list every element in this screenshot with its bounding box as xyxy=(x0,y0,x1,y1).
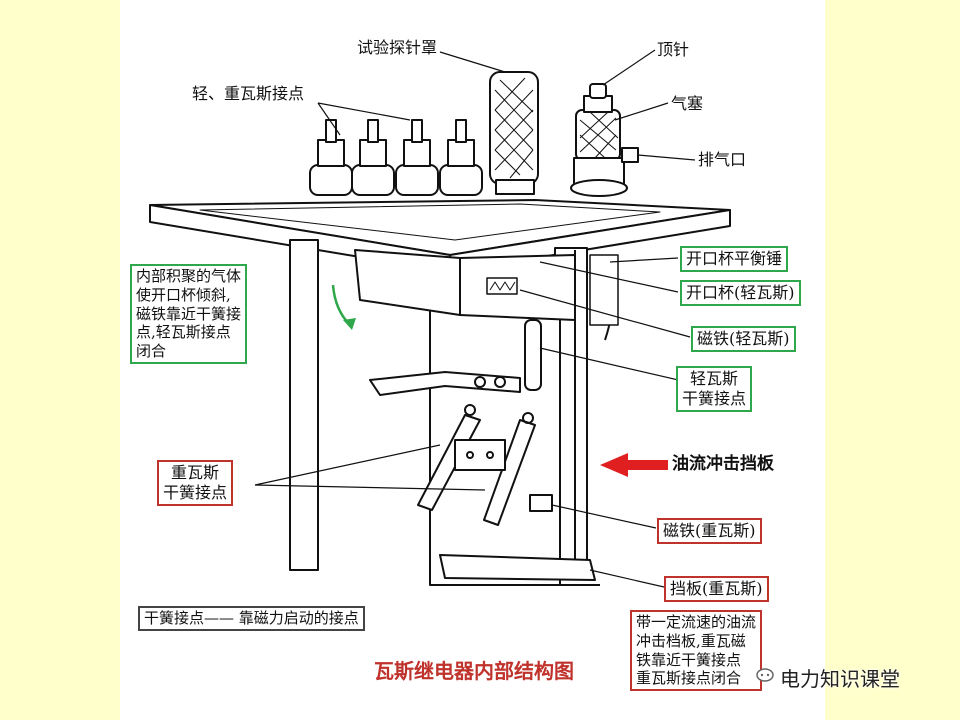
label-open-cup: 开口杯(轻瓦斯) xyxy=(680,280,801,306)
label-probe-cover: 试验探针罩 xyxy=(357,38,438,57)
label-light-heavy-contacts: 轻、重瓦斯接点 xyxy=(192,84,305,103)
note-reed-definition: 干簧接点—— 靠磁力启动的接点 xyxy=(138,606,365,631)
label-reed-heavy: 重瓦斯 干簧接点 xyxy=(157,460,234,506)
oil-flow-arrow xyxy=(600,453,668,477)
label-air-plug: 气塞 xyxy=(671,94,704,113)
left-margin xyxy=(0,0,120,720)
label-magnet-heavy: 磁铁(重瓦斯) xyxy=(657,518,762,544)
diagram-title: 瓦斯继电器内部结构图 xyxy=(374,659,574,683)
label-top-pin: 顶针 xyxy=(657,40,690,59)
contact-posts xyxy=(309,119,483,196)
label-magnet-light: 磁铁(轻瓦斯) xyxy=(691,326,796,352)
watermark: 电力知识课堂 xyxy=(780,667,900,691)
label-cup-counterweight: 开口杯平衡锤 xyxy=(680,246,789,272)
right-margin xyxy=(825,0,960,720)
left-leg xyxy=(289,239,319,571)
label-vent: 排气口 xyxy=(698,150,747,169)
label-reed-light: 轻瓦斯 干簧接点 xyxy=(676,366,753,412)
label-baffle-heavy: 挡板(重瓦斯) xyxy=(664,576,769,602)
note-gas-tilt: 内部积聚的气体 使开口杯倾斜, 磁铁靠近干簧接 点,轻瓦斯接点 闭合 xyxy=(130,264,248,364)
label-baffle-oil: 油流冲击挡板 xyxy=(672,454,774,474)
chat-bubble-icon xyxy=(756,668,774,682)
note-oil-flow: 带一定流速的油流 冲击档板,重瓦磁 铁靠近干簧接点 重瓦斯接点闭合 xyxy=(630,610,763,691)
open-cup xyxy=(354,249,461,316)
tilt-arrow xyxy=(331,284,351,326)
